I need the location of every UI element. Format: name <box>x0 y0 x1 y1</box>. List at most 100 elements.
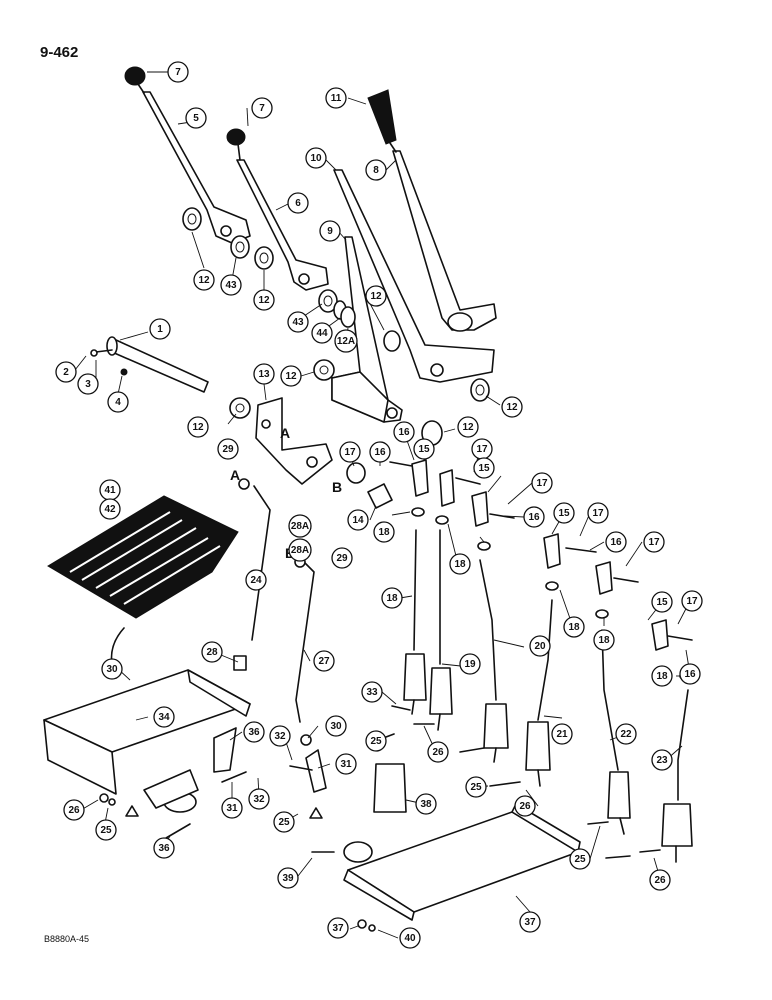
svg-text:12: 12 <box>192 422 204 433</box>
callout-16: 16 <box>679 663 701 685</box>
bracket-13 <box>255 397 333 485</box>
connection-tag-b: B <box>332 479 342 495</box>
svg-text:20: 20 <box>534 641 546 652</box>
svg-text:28: 28 <box>206 647 218 658</box>
callout-18: 18 <box>563 616 585 638</box>
callout-26: 26 <box>427 741 449 763</box>
svg-text:8: 8 <box>373 165 379 176</box>
callout-22: 22 <box>615 723 637 745</box>
svg-text:43: 43 <box>292 317 304 328</box>
callout-8: 8 <box>365 159 387 181</box>
svg-text:17: 17 <box>344 447 356 458</box>
callout-12: 12 <box>501 396 523 418</box>
callout-17: 17 <box>643 531 665 553</box>
callout-37: 37 <box>519 911 541 933</box>
svg-text:16: 16 <box>374 447 386 458</box>
svg-text:30: 30 <box>330 721 342 732</box>
fittings-and-bolts <box>99 705 661 932</box>
svg-text:18: 18 <box>598 635 610 646</box>
callout-1: 1 <box>149 318 171 340</box>
pedal-34 <box>43 627 251 813</box>
svg-text:25: 25 <box>370 736 382 747</box>
svg-text:18: 18 <box>568 622 580 633</box>
svg-text:32: 32 <box>274 731 286 742</box>
callout-17: 17 <box>681 590 703 612</box>
callout-5: 5 <box>185 107 207 129</box>
svg-text:1: 1 <box>157 324 163 335</box>
knob-11 <box>367 89 397 153</box>
svg-text:17: 17 <box>648 537 660 548</box>
callout-25: 25 <box>465 776 487 798</box>
svg-text:14: 14 <box>352 515 364 526</box>
svg-text:6: 6 <box>295 198 301 209</box>
callout-16: 16 <box>393 421 415 443</box>
svg-text:26: 26 <box>432 747 444 758</box>
svg-text:12: 12 <box>258 295 270 306</box>
callout-33: 33 <box>361 681 383 703</box>
washers <box>182 207 490 484</box>
callout-17: 17 <box>531 472 553 494</box>
callout-11: 11 <box>325 87 347 109</box>
callout-41: 41 <box>99 479 121 501</box>
callout-39: 39 <box>277 867 299 889</box>
callout-12: 12 <box>365 285 387 307</box>
svg-text:5: 5 <box>193 113 199 124</box>
svg-text:22: 22 <box>620 729 632 740</box>
control-lever-9 <box>331 236 403 423</box>
svg-text:25: 25 <box>470 782 482 793</box>
svg-text:36: 36 <box>248 727 260 738</box>
svg-text:12: 12 <box>370 291 382 302</box>
svg-text:25: 25 <box>100 825 112 836</box>
callout-31: 31 <box>221 797 243 819</box>
svg-text:3: 3 <box>85 379 91 390</box>
svg-text:32: 32 <box>253 794 265 805</box>
knob-7-left <box>124 66 146 94</box>
callout-18: 18 <box>593 629 615 651</box>
callout-17: 17 <box>587 502 609 524</box>
clevises-and-pins <box>389 459 693 651</box>
svg-text:12: 12 <box>285 371 297 382</box>
knob-7-right <box>226 128 246 161</box>
pivot-shaft-1 <box>90 336 209 393</box>
callout-28A: 28A <box>288 538 312 562</box>
callout-15: 15 <box>651 591 673 613</box>
svg-text:10: 10 <box>310 153 322 164</box>
callout-12: 12 <box>457 416 479 438</box>
svg-text:17: 17 <box>536 478 548 489</box>
callout-26: 26 <box>649 869 671 891</box>
svg-text:4: 4 <box>115 397 121 408</box>
svg-text:29: 29 <box>336 553 348 564</box>
svg-text:21: 21 <box>556 729 568 740</box>
svg-text:15: 15 <box>478 463 490 474</box>
callout-18: 18 <box>373 521 395 543</box>
callout-18: 18 <box>381 587 403 609</box>
callout-6: 6 <box>287 192 309 214</box>
svg-text:26: 26 <box>519 801 531 812</box>
callout-15: 15 <box>473 457 495 479</box>
svg-text:31: 31 <box>226 803 238 814</box>
svg-text:36: 36 <box>158 843 170 854</box>
svg-text:38: 38 <box>420 799 432 810</box>
svg-text:34: 34 <box>158 712 170 723</box>
svg-text:43: 43 <box>225 280 237 291</box>
callout-10: 10 <box>305 147 327 169</box>
svg-text:18: 18 <box>656 671 668 682</box>
control-lever-6 <box>236 159 329 291</box>
callout-14: 14 <box>347 509 369 531</box>
callout-19: 19 <box>459 653 481 675</box>
callout-2: 2 <box>55 361 77 383</box>
callout-29: 29 <box>217 438 239 460</box>
callout-25: 25 <box>569 848 591 870</box>
callout-7: 7 <box>167 61 189 83</box>
svg-text:40: 40 <box>404 933 416 944</box>
svg-text:12: 12 <box>198 275 210 286</box>
connection-tag-a: A <box>230 467 240 483</box>
rods-27-28 <box>233 478 315 723</box>
callout-32: 32 <box>269 725 291 747</box>
callout-16: 16 <box>523 506 545 528</box>
callout-17: 17 <box>471 438 493 460</box>
callout-32: 32 <box>248 788 270 810</box>
svg-text:7: 7 <box>259 103 265 114</box>
svg-text:23: 23 <box>656 755 668 766</box>
